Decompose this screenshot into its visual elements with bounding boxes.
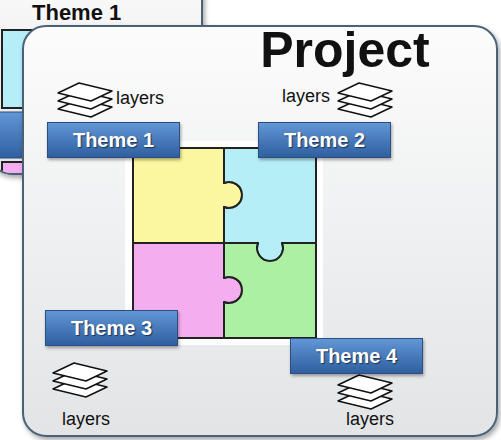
theme-button: Theme 1	[47, 122, 180, 158]
theme-label: Theme 1	[73, 129, 154, 151]
card-title: Theme 1	[32, 2, 121, 24]
card-title: Project	[260, 25, 430, 75]
layers-label: layers	[346, 409, 394, 429]
layers-label: layers	[62, 409, 110, 429]
layers-icon	[53, 363, 107, 397]
theme-button: Theme 2	[258, 122, 391, 158]
theme-label: Theme 3	[71, 317, 152, 339]
layers-label-box: layers	[346, 410, 394, 430]
layers-icon	[338, 83, 392, 117]
theme-label: Theme 2	[284, 129, 365, 151]
layers-label-box: layers	[62, 410, 110, 430]
puzzle-piece	[224, 243, 316, 338]
layers-icon	[338, 375, 392, 409]
layers-label-box: layers	[116, 89, 164, 109]
layers-label: layers	[116, 88, 164, 108]
theme-button: Theme 3	[45, 310, 178, 346]
theme-button: Theme 4	[290, 338, 423, 374]
layers-icon	[58, 83, 112, 117]
layers-label-box: layers	[282, 87, 330, 107]
project-card: Theme 1 Theme 2 Theme 3 Theme 4 Project	[22, 25, 498, 437]
theme-label: Theme 4	[316, 345, 397, 367]
layers-label: layers	[282, 86, 330, 106]
